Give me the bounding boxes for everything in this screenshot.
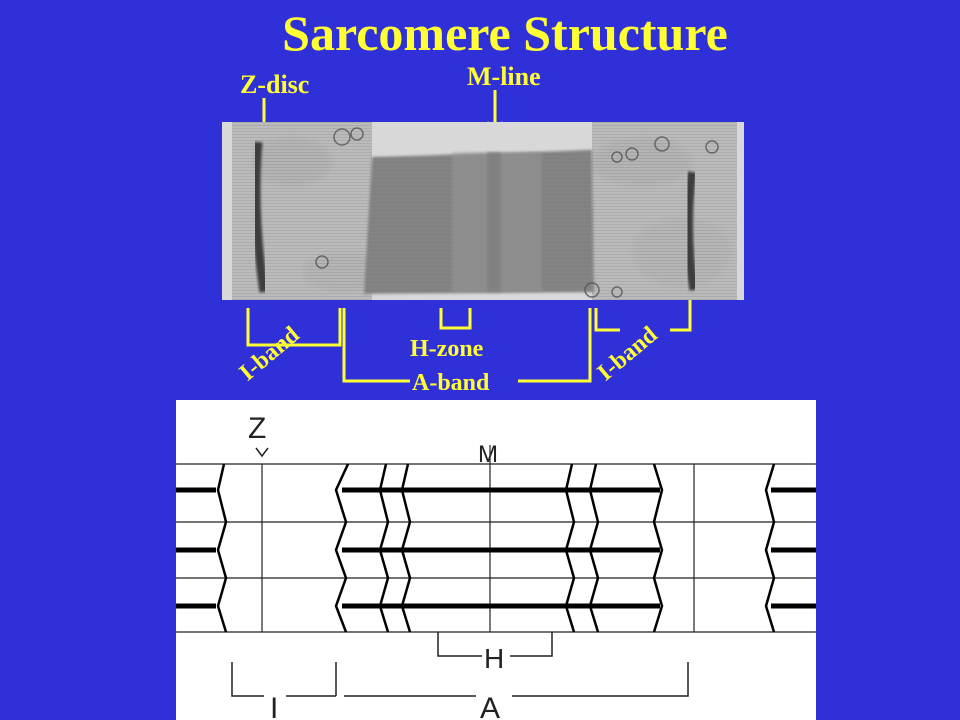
m-line-label: M-line xyxy=(467,62,541,91)
sarcomere-schematic: Z M H I A xyxy=(176,400,816,720)
schematic-i-bracket xyxy=(231,662,264,697)
schematic-a-label: A xyxy=(480,692,500,720)
schematic-z-label: Z xyxy=(248,412,266,445)
schematic-i-label: I xyxy=(270,692,278,720)
electron-micrograph xyxy=(222,122,744,300)
page-title: Sarcomere Structure xyxy=(282,5,728,61)
annotation-layer xyxy=(246,90,692,383)
schematic-h-bracket xyxy=(437,632,482,657)
i-band-left-bracket xyxy=(246,308,318,347)
h-zone-bracket xyxy=(439,308,472,330)
h-zone-label: H-zone xyxy=(410,336,484,362)
a-band-bracket xyxy=(342,308,410,383)
i-band-right-bracket xyxy=(594,308,620,332)
a-band-label: A-band xyxy=(412,370,490,396)
z-disc-label: Z-disc xyxy=(240,70,310,99)
schematic-m-label: M xyxy=(478,441,498,468)
schematic-h-label: H xyxy=(484,643,504,674)
